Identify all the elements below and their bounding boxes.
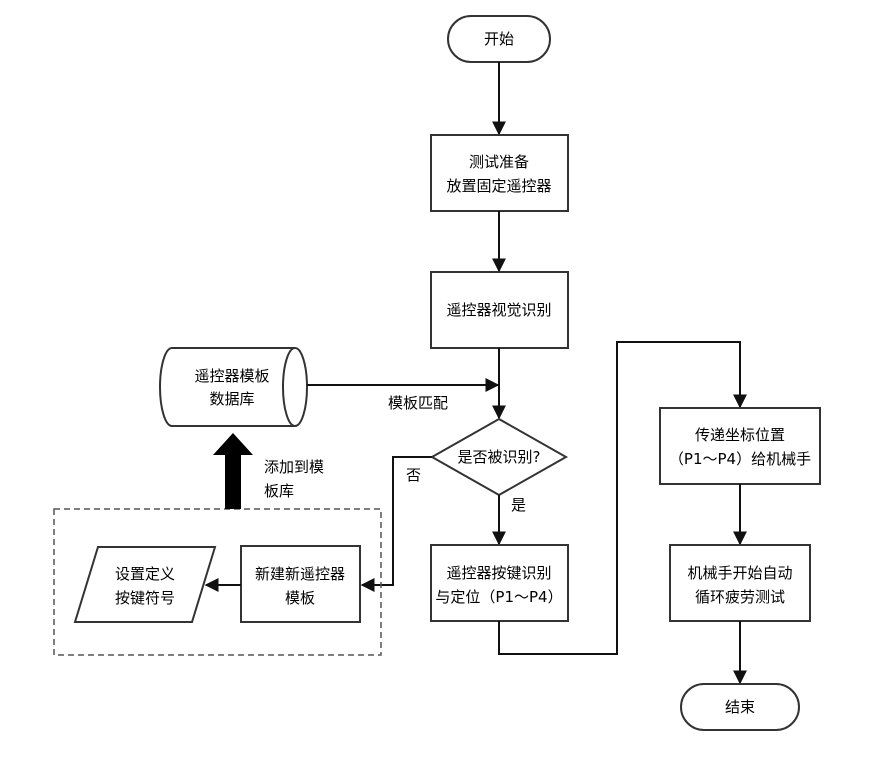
vision-label: 遥控器视觉识别 — [446, 301, 551, 319]
new-template-label-line2: 模板 — [285, 589, 315, 607]
transfer-label-line2: （P1～P4）给机械手 — [669, 450, 811, 468]
prep-label-line1: 测试准备 — [469, 153, 529, 171]
locate-label-line2: 与定位（P1～P4） — [435, 588, 562, 606]
start-node: 开始 — [447, 15, 551, 63]
template-database-node: 遥控器模板 数据库 — [159, 347, 308, 427]
yes-label: 是 — [511, 496, 526, 514]
end-label: 结束 — [725, 698, 755, 716]
vision-node: 遥控器视觉识别 — [430, 271, 569, 349]
new-template-label-line1: 新建新遥控器 — [255, 565, 345, 583]
new-template-group — [53, 508, 382, 656]
new-template-node: 新建新遥控器 模板 — [240, 545, 361, 623]
add-label-line2: 板库 — [264, 482, 294, 500]
define-label-line2: 按键符号 — [115, 589, 175, 607]
prep-label-line2: 放置固定遥控器 — [446, 177, 551, 195]
define-key-symbols-node: 设置定义 按键符号 — [73, 546, 217, 623]
locate-label-line1: 遥控器按键识别 — [446, 564, 551, 582]
end-node: 结束 — [680, 683, 800, 731]
decision-node: 是否被识别? — [429, 417, 569, 497]
start-label: 开始 — [484, 30, 514, 48]
database-label-line1: 遥控器模板 — [194, 367, 269, 385]
robot-label-line1: 机械手开始自动 — [687, 564, 792, 582]
define-label-line1: 设置定义 — [115, 565, 175, 583]
robot-test-node: 机械手开始自动 循环疲劳测试 — [669, 544, 811, 622]
transfer-label-line1: 传递坐标位置 — [695, 426, 785, 444]
key-locate-node: 遥控器按键识别 与定位（P1～P4） — [430, 544, 569, 622]
transfer-coordinates-node: 传递坐标位置 （P1～P4）给机械手 — [659, 407, 821, 485]
template-match-label: 模板匹配 — [388, 394, 448, 412]
arrow-locate-to-transfer — [498, 341, 747, 655]
arrow-no-to-new-template — [360, 456, 432, 592]
robot-label-line2: 循环疲劳测试 — [695, 588, 785, 606]
decision-label: 是否被识别? — [458, 448, 541, 466]
prep-node: 测试准备 放置固定遥控器 — [430, 134, 569, 212]
no-label: 否 — [406, 466, 421, 484]
database-label-line2: 数据库 — [209, 390, 254, 408]
add-to-library-arrow — [213, 433, 253, 509]
add-label-line1: 添加到模 — [264, 458, 324, 476]
